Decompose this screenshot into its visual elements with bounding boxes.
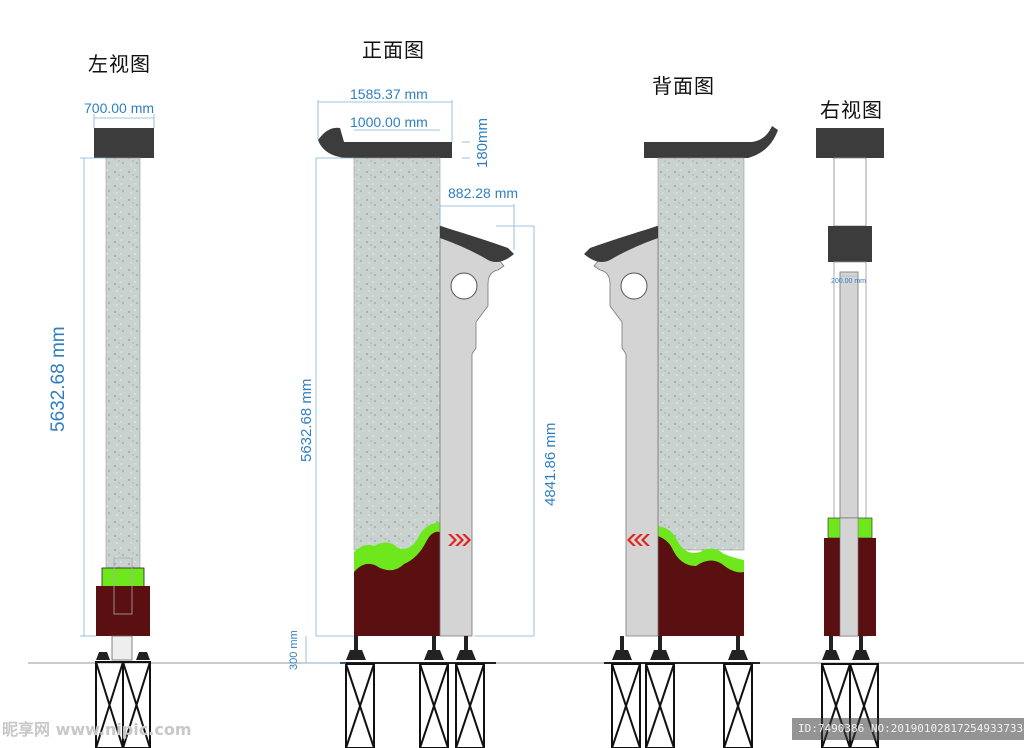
left-view [80, 114, 155, 748]
front-base-height-label: 300 mm [288, 630, 300, 670]
back-view [584, 126, 778, 748]
right-inner-panel-lower [839, 517, 859, 637]
right-view-title: 右视图 [820, 98, 883, 122]
front-base-block [354, 531, 440, 636]
back-side-cap [584, 226, 658, 262]
left-column [105, 157, 141, 571]
front-height-label: 5632.68 mm [298, 378, 315, 462]
right-foot-1 [822, 636, 840, 660]
left-width-label: 700.00 mm [84, 100, 155, 116]
back-base-block [658, 536, 744, 636]
front-side-hole [450, 272, 478, 300]
back-foot-3 [728, 636, 748, 660]
left-height-label: 5632.68 mm [48, 326, 69, 432]
front-column [353, 157, 441, 551]
left-core-outline [113, 557, 133, 615]
left-green-band [101, 567, 145, 589]
back-red-arrows [627, 534, 650, 546]
right-top-cap [816, 128, 884, 158]
left-stem [111, 635, 133, 661]
left-cap [94, 128, 154, 158]
front-foot-1 [346, 636, 366, 660]
front-cap-width-label: 1585.37 mm [350, 86, 428, 102]
back-column [657, 157, 745, 551]
right-mid-cap [828, 226, 872, 262]
back-view-title: 背面图 [652, 74, 715, 98]
front-view [302, 100, 535, 748]
front-view-title: 正面图 [362, 38, 425, 62]
front-foot-2 [424, 636, 444, 660]
front-cap [318, 127, 452, 158]
front-side-cap [440, 226, 514, 262]
front-red-arrows [448, 534, 471, 546]
back-foot-2 [650, 636, 670, 660]
back-lattice [611, 663, 753, 748]
back-foot-1 [612, 636, 632, 660]
back-cap [644, 126, 778, 158]
watermark-right: ID:7490386 NO:20190102817254933733​8 [792, 718, 1024, 740]
front-cap-height-label: 180mm [474, 117, 491, 168]
front-side-height-label: 4841.86 mm [542, 422, 559, 506]
right-foot-2 [852, 636, 870, 660]
left-dim-lines [80, 114, 155, 637]
right-inner-width-label: 200.00 mm [831, 278, 867, 285]
left-view-title: 左视图 [88, 52, 151, 76]
front-column-width-label: 1000.00 mm [350, 114, 428, 130]
right-upper-frame [833, 157, 867, 227]
right-view [816, 128, 884, 748]
back-side-hole [620, 272, 648, 300]
left-lattice [95, 661, 151, 748]
watermark-left: 昵享网 www.nipic.com [2, 720, 192, 739]
left-foot-2 [136, 652, 150, 660]
left-base-block [96, 586, 150, 636]
left-foot-1 [96, 652, 110, 660]
front-dim-lines [302, 100, 535, 664]
front-side-width-label: 882.28 mm [448, 185, 519, 201]
front-lattice [345, 663, 485, 748]
front-foot-3 [456, 636, 476, 660]
